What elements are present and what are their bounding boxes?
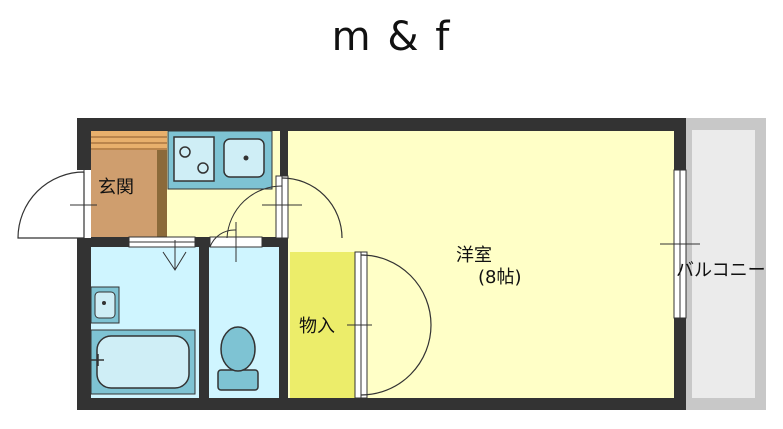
storage-label: 物入 xyxy=(299,316,335,337)
storage-floor xyxy=(290,252,355,398)
stove xyxy=(173,136,215,182)
toilet-tank xyxy=(217,369,259,391)
room-door-swing xyxy=(281,177,343,239)
plan-title: m & f xyxy=(331,14,452,60)
balcony-label: バルコニー xyxy=(676,260,766,281)
burner-icon xyxy=(179,146,191,158)
toilet-bowl xyxy=(220,326,256,372)
western-room-label: 洋室 xyxy=(456,245,492,266)
shoe-cabinet xyxy=(91,131,167,150)
western-room-size-label: (8帖) xyxy=(478,267,522,288)
entrance-label: 玄関 xyxy=(98,177,134,198)
burner-icon xyxy=(197,162,209,174)
